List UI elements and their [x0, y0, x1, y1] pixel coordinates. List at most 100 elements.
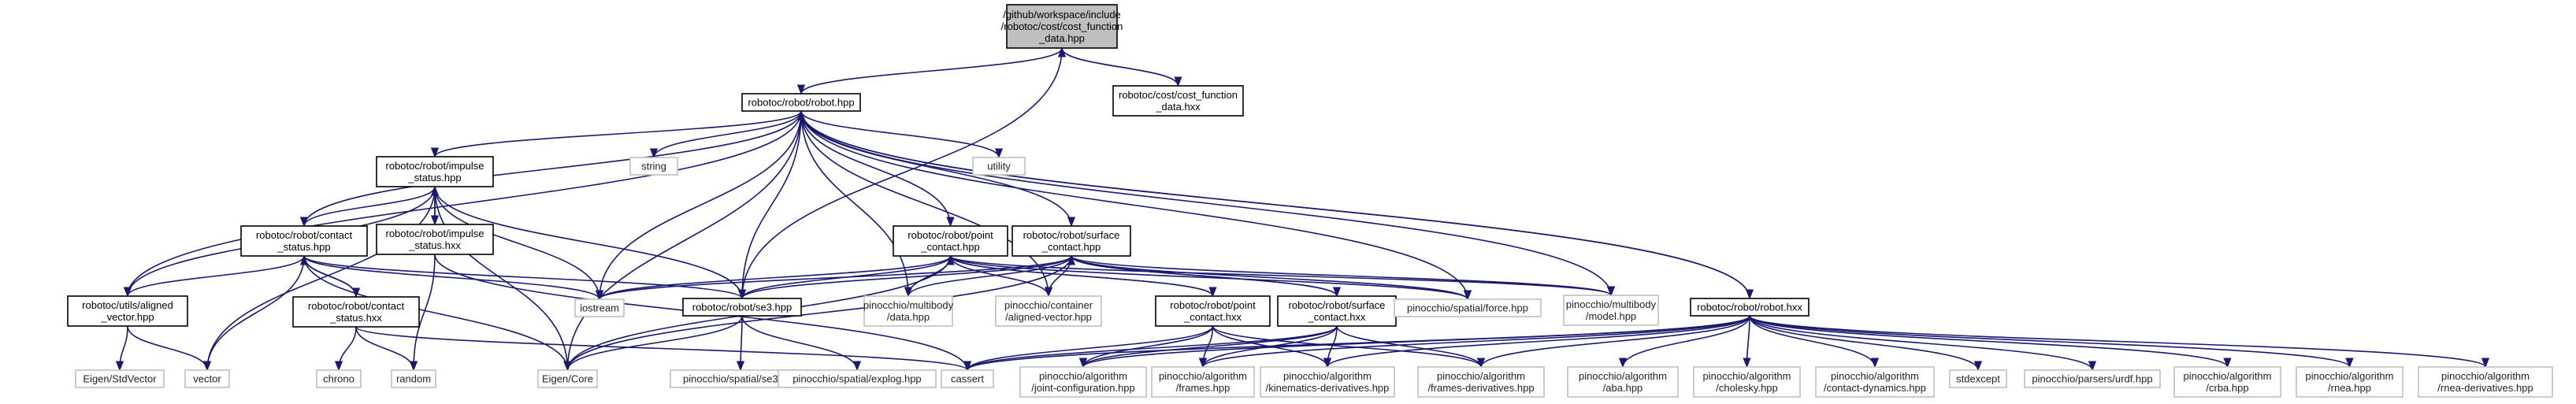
edge-surfacehxx-to-pjointcfg	[1079, 325, 1338, 369]
node-robothxx[interactable]: robotoc/robot/robot.hxx	[1690, 298, 1810, 317]
node-purdf: pinocchio/parsers/urdf.hpp	[2024, 369, 2161, 388]
node-box	[184, 369, 230, 388]
node-box	[972, 157, 1026, 176]
edge-point-to-pforce	[949, 255, 1472, 301]
edge-root-to-robot	[797, 47, 1063, 95]
node-label-line: chrono	[323, 373, 354, 385]
node-box	[863, 295, 953, 327]
node-label-line: cassert	[951, 373, 984, 385]
edge-se3-to-eigencore	[563, 315, 743, 372]
edge-robothxx-to-paba	[1618, 315, 1750, 369]
edge-cfdhxx-to-root	[1057, 46, 1179, 87]
edge-pointhxx-to-cassert	[963, 325, 1214, 372]
edge-aligned-to-eigenstdvector	[115, 325, 128, 372]
node-label-line: utility	[987, 161, 1011, 172]
node-pse3: pinocchio/spatial/se3.hpp	[670, 369, 811, 388]
edge-surfacehxx-to-cassert	[963, 325, 1338, 372]
node-label-line: robotoc/robot/contact	[308, 300, 405, 312]
node-box	[1112, 85, 1244, 117]
node-pexplog: pinocchio/spatial/explog.hpp	[778, 369, 937, 388]
node-label-line: pinocchio/multibody	[863, 299, 954, 311]
edge-surfacehxx-to-surface	[1067, 254, 1338, 297]
node-aligned[interactable]: robotoc/utils/aligned_vector.hpp	[67, 295, 188, 327]
node-box	[1277, 295, 1397, 327]
node-prneader: pinocchio/algorithm/rnea-derivatives.hpp	[2418, 366, 2553, 398]
node-robot[interactable]: robotoc/robot/robot.hpp	[741, 93, 861, 112]
edge-contacthxx-to-random	[355, 326, 418, 372]
edge-robothxx-to-pjointcfg	[1079, 315, 1750, 369]
node-box	[376, 156, 494, 187]
node-impulsehxx[interactable]: robotoc/robot/impulse_status.hxx	[376, 224, 494, 255]
node-contacthxx[interactable]: robotoc/robot/contact_status.hxx	[292, 296, 420, 328]
node-pointhxx[interactable]: robotoc/robot/point_contact.hxx	[1155, 295, 1271, 327]
edge-robothxx-to-purdf	[1749, 315, 2096, 372]
edge-robot-to-surface	[800, 110, 1076, 228]
node-point[interactable]: robotoc/robot/point_contact.hpp	[893, 225, 1008, 257]
node-layer: /github/workspace/include/robotoc/cost/c…	[67, 4, 2553, 398]
node-box	[1260, 366, 1395, 398]
node-box	[2173, 366, 2281, 398]
node-cfdhxx[interactable]: robotoc/cost/cost_function_data.hxx	[1112, 85, 1244, 117]
node-contact[interactable]: robotoc/robot/contact_status.hpp	[240, 225, 368, 257]
node-label-line: stdexcept	[1956, 373, 2000, 385]
node-label-line: /rnea.hpp	[2328, 382, 2371, 394]
node-paba: pinocchio/algorithm/aba.hpp	[1567, 366, 1679, 398]
edge-robot-to-point	[800, 110, 955, 228]
edge-robot-to-eigencore	[563, 110, 802, 372]
edge-point-to-iostream	[596, 255, 952, 301]
node-box	[741, 93, 861, 112]
node-cassert: cassert	[941, 369, 994, 388]
node-label-line: robotoc/robot/robot.hpp	[748, 97, 854, 109]
edge-robot-to-pforce	[800, 110, 1472, 301]
node-box	[376, 224, 494, 255]
edge-robothxx-to-pkinder	[1323, 315, 1750, 369]
edge-contact-to-vector	[202, 255, 305, 372]
edge-aligned-to-vector	[127, 325, 212, 372]
edge-surface-to-pmodel	[1071, 255, 1615, 297]
node-label-line: /robotoc/cost/cost_function	[1001, 20, 1123, 32]
edge-pointhxx-to-pframesder	[1212, 325, 1485, 369]
node-se3[interactable]: robotoc/robot/se3.hpp	[682, 298, 802, 317]
node-box	[1563, 295, 1659, 326]
edge-impulse-to-se3	[434, 186, 747, 300]
node-random: random	[391, 369, 436, 388]
node-surfacehxx[interactable]: robotoc/robot/surface_contact.hxx	[1277, 295, 1397, 327]
node-label-line: robotoc/cost/cost_function	[1119, 89, 1238, 101]
edge-point-to-pmodel	[949, 255, 1615, 297]
edge-robothxx-to-pframesder	[1477, 315, 1750, 369]
node-label-line: pinocchio/container	[1004, 299, 1093, 311]
node-label-line: /frames.hpp	[1176, 382, 1230, 394]
node-surface[interactable]: robotoc/robot/surface_contact.hpp	[1011, 225, 1131, 257]
edge-robot-to-contact	[299, 110, 802, 228]
node-box	[1690, 298, 1810, 317]
node-label-line: /contact-dynamics.hpp	[1824, 382, 1926, 394]
node-box	[292, 296, 420, 328]
node-pmodel: pinocchio/multibody/model.hpp	[1563, 295, 1659, 326]
node-impulse[interactable]: robotoc/robot/impulse_status.hpp	[376, 156, 494, 187]
node-label-line: Eigen/Core	[542, 373, 593, 385]
node-pcrba: pinocchio/algorithm/crba.hpp	[2173, 366, 2281, 398]
node-box	[1394, 298, 1542, 317]
node-label-line: _contact.hxx	[1308, 311, 1366, 323]
node-label-line: pinocchio/algorithm	[1039, 370, 1127, 382]
edge-surface-to-se3	[738, 255, 1072, 300]
node-pframes: pinocchio/algorithm/frames.hpp	[1151, 366, 1255, 398]
node-label-line: pinocchio/spatial/force.hpp	[1407, 302, 1528, 314]
edge-contact-to-aligned	[123, 255, 305, 298]
node-label-line: _contact.hpp	[920, 241, 979, 253]
node-label-line: /joint-configuration.hpp	[1031, 382, 1135, 394]
edge-surface-to-pdata	[904, 255, 1072, 298]
edge-surface-to-iostream	[596, 255, 1072, 301]
node-label-line: robotoc/robot/se3.hpp	[692, 302, 792, 313]
node-box	[941, 369, 994, 388]
node-label-line: robotoc/robot/impulse	[385, 160, 484, 172]
node-box	[1011, 225, 1131, 257]
edge-surface-to-eigencore	[563, 255, 1072, 372]
edge-root-to-se3	[737, 47, 1063, 300]
edge-robot-to-impulse	[431, 110, 802, 158]
node-label-line: iostream	[580, 302, 619, 314]
edge-contact-to-iostream	[303, 255, 603, 301]
node-label-line: robotoc/robot/point	[1170, 299, 1256, 311]
node-label-line: _status.hpp	[407, 172, 461, 183]
node-label-line: pinocchio/algorithm	[2183, 370, 2271, 382]
